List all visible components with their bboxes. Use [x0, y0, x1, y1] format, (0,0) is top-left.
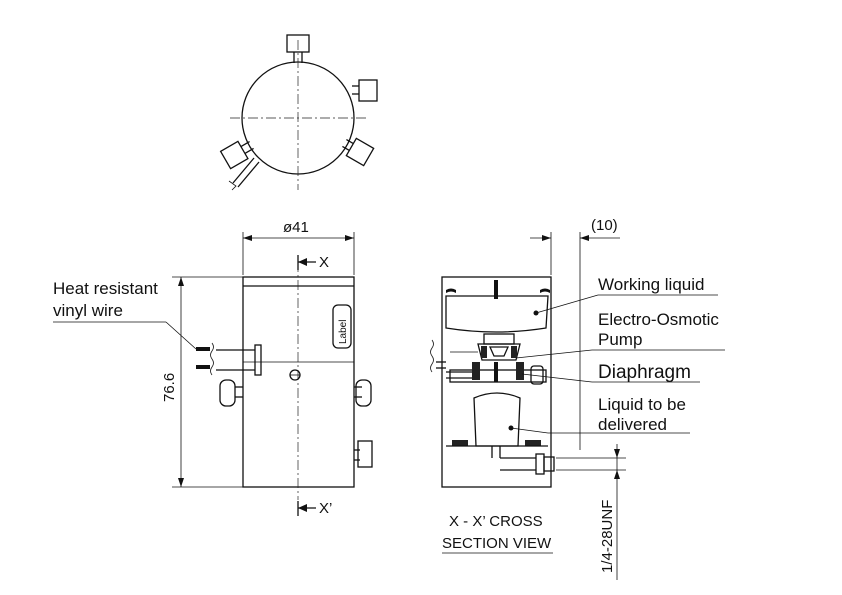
section-callouts: Working liquid Electro-Osmotic Pump Diap…: [510, 275, 725, 434]
section-title-line2: SECTION VIEW: [442, 535, 552, 552]
diameter-label: ø41: [283, 219, 309, 236]
section-title-line1: X - X’ CROSS: [449, 513, 543, 530]
wire-callout: Heat resistant vinyl wire: [53, 279, 197, 350]
section-title: X - X’ CROSS SECTION VIEW: [442, 513, 553, 554]
pump-label-line1: Electro-Osmotic: [598, 310, 719, 329]
section-mark-x-prime: X’: [319, 500, 332, 517]
height-label: 76.6: [161, 373, 178, 402]
top-view: [219, 34, 378, 191]
section-marker-x-prime: X’: [297, 500, 332, 517]
working-liquid-label: Working liquid: [598, 275, 704, 294]
front-view: Label: [196, 262, 373, 500]
wire-label-line1: Heat resistant: [53, 279, 158, 298]
diameter-dimension: ø41: [242, 219, 355, 275]
diaphragm-label: Diaphragm: [598, 362, 691, 383]
height-dimension: 76.6: [161, 276, 243, 488]
thread-dimension: 1/4-28UNF: [556, 444, 626, 580]
pump-label-line2: Pump: [598, 330, 642, 349]
section-mark-x: X: [319, 254, 329, 271]
section-marker-x: X: [297, 254, 329, 271]
delivered-label-line2: delivered: [598, 415, 667, 434]
delivered-label-line1: Liquid to be: [598, 395, 686, 414]
section-view: [430, 232, 620, 488]
wire-label-line2: vinyl wire: [53, 301, 123, 320]
thread-label: 1/4-28UNF: [599, 500, 616, 573]
offset-dimension-label: (10): [591, 217, 618, 234]
label-plate-text: Label: [338, 320, 349, 344]
